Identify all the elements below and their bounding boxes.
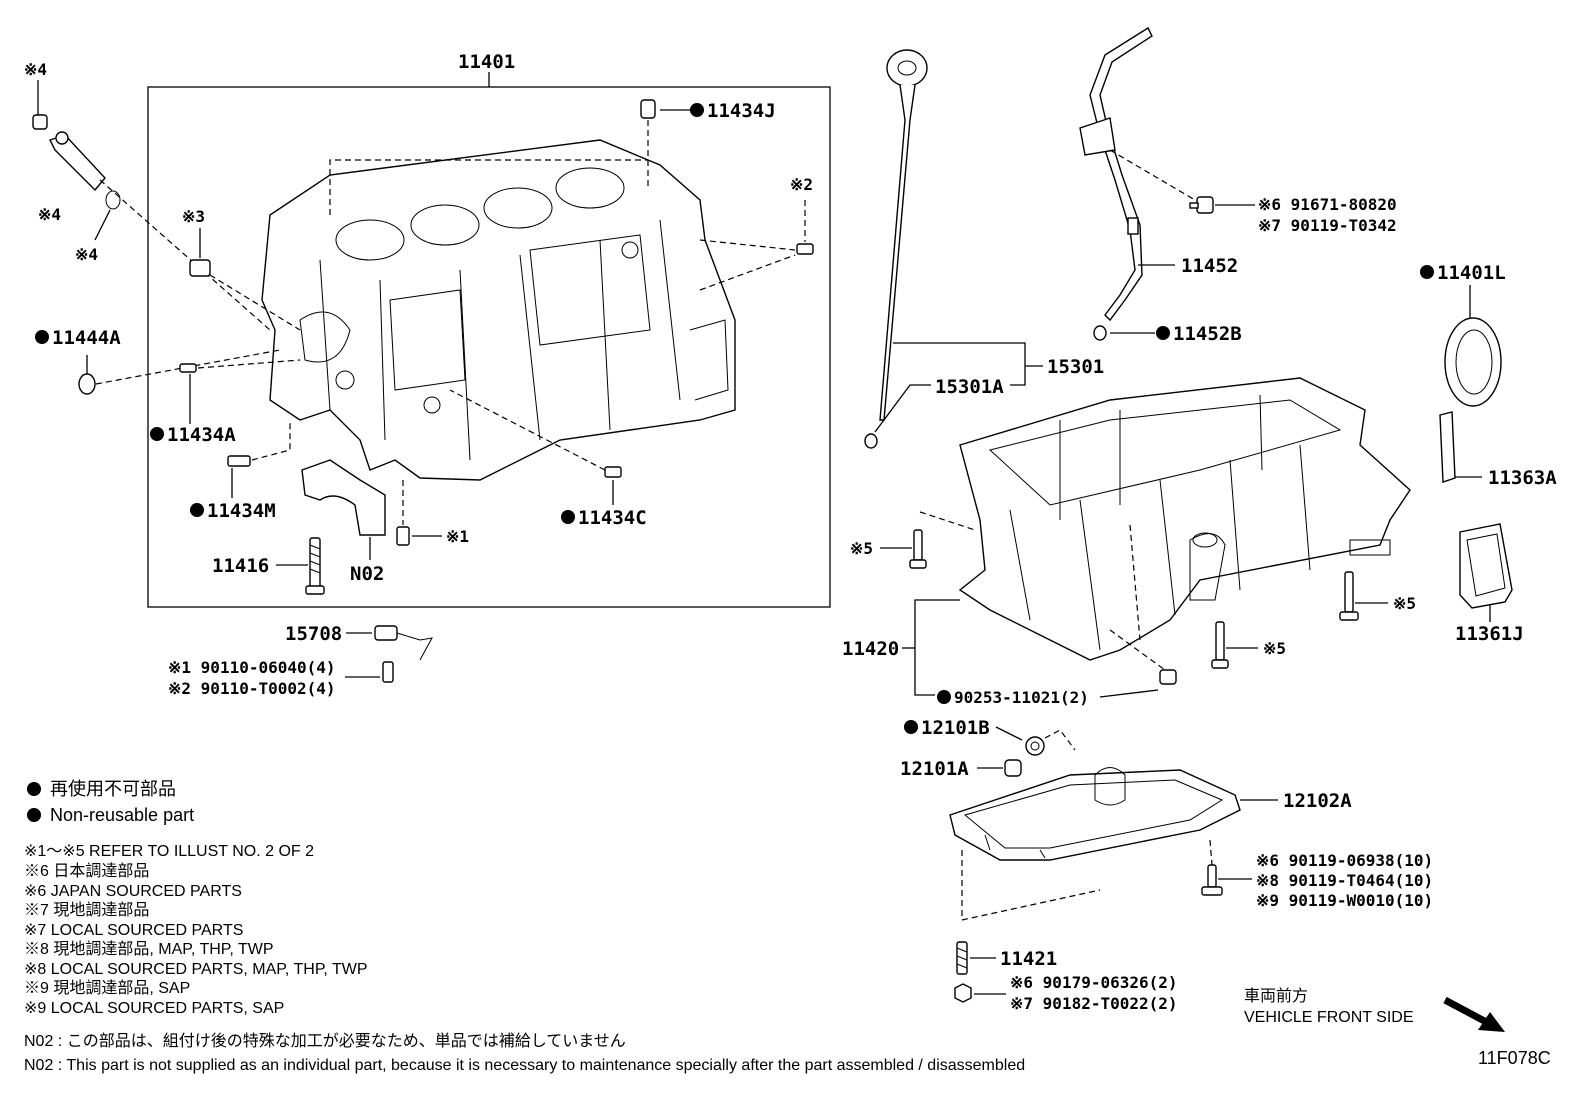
bearing-cap-drawing [301, 459, 386, 536]
label-11444A[interactable]: 11444A [52, 327, 121, 349]
label-15708[interactable]: 15708 [285, 623, 342, 645]
oil-seal-drawing [1444, 317, 1502, 407]
bolt-pan-drawing [1201, 864, 1223, 896]
label-11452B[interactable]: 11452B [1173, 323, 1242, 345]
n02-note-jp: N02 : この部品は、組付け後の特殊な加工が必要なため、単品では補給していませ… [24, 1032, 626, 1050]
label-sym2: ※2 [790, 175, 813, 194]
sensor-15708-drawing [374, 625, 433, 661]
label-sym3: ※3 [182, 207, 205, 226]
label-bolt1[interactable]: ※1 90110-06040(4) [168, 658, 336, 677]
stud-11421-drawing [956, 941, 968, 975]
label-sym4-bottom: ※4 [75, 245, 98, 264]
dipstick-drawing [864, 49, 928, 449]
label-bolt6a[interactable]: ※6 91671-80820 [1258, 195, 1397, 214]
note-line: ※7 現地調達部品 [24, 901, 149, 919]
oil-pan-lower-drawing [949, 767, 1241, 861]
note-line: ※8 現地調達部品, MAP, THP, TWP [24, 940, 274, 958]
note-line: ※9 現地調達部品, SAP [24, 979, 190, 997]
label-11452[interactable]: 11452 [1181, 255, 1238, 277]
n02-note-en: N02 : This part is not supplied as an in… [24, 1057, 1025, 1074]
label-sym5-center: ※5 [1263, 639, 1286, 658]
label-sym4-middle: ※4 [38, 205, 61, 224]
label-90253[interactable]: 90253-11021(2) [954, 688, 1089, 707]
label-11401L[interactable]: 11401L [1437, 262, 1506, 284]
vehicle-front-jp: 車両前方 [1244, 987, 1308, 1005]
guide-bolt-drawing [1189, 196, 1214, 214]
illustration-code: 11F078C [1478, 1048, 1551, 1068]
label-N02[interactable]: N02 [350, 563, 384, 585]
note-line: ※8 LOCAL SOURCED PARTS, MAP, THP, TWP [24, 961, 368, 978]
label-15301[interactable]: 15301 [1047, 356, 1104, 378]
label-sym1: ※1 [446, 527, 469, 546]
label-bolt6b[interactable]: ※6 90119-06938(10) [1256, 851, 1433, 870]
bolt-sym5-center-drawing [1211, 621, 1229, 669]
label-11434M[interactable]: 11434M [207, 500, 276, 522]
label-12101A[interactable]: 12101A [900, 758, 969, 780]
label-12102A[interactable]: 12102A [1283, 790, 1352, 812]
note-line: ※6 日本調達部品 [24, 862, 149, 880]
label-nut7[interactable]: ※7 90182-T0022(2) [1010, 994, 1178, 1013]
note-line: ※7 LOCAL SOURCED PARTS [24, 922, 243, 939]
label-nut6[interactable]: ※6 90179-06326(2) [1010, 973, 1178, 992]
label-11434C[interactable]: 11434C [578, 507, 647, 529]
label-sym4-top: ※4 [24, 60, 47, 79]
label-15301A[interactable]: 15301A [935, 376, 1004, 398]
label-11420[interactable]: 11420 [842, 638, 899, 660]
note-line: ※1～※5 REFER TO ILLUST NO. 2 OF 2 [24, 843, 314, 860]
label-bolt8b[interactable]: ※8 90119-T0464(10) [1256, 871, 1433, 890]
label-11416[interactable]: 11416 [212, 555, 269, 577]
label-sym5-left: ※5 [850, 539, 873, 558]
legend-nonreusable-jp: 再使用不可部品 [50, 779, 176, 799]
label-sym5-right: ※5 [1393, 594, 1416, 613]
gasket-11361J-drawing [1459, 523, 1513, 609]
bolt-sym5-left-drawing [909, 529, 927, 569]
oil-pan-upper-drawing [958, 377, 1411, 661]
note-line: ※6 JAPAN SOURCED PARTS [24, 883, 242, 900]
label-bolt2[interactable]: ※2 90110-T0002(4) [168, 679, 336, 698]
label-11434A[interactable]: 11434A [167, 424, 236, 446]
label-12101B[interactable]: 12101B [921, 717, 990, 739]
label-11401[interactable]: 11401 [458, 51, 515, 73]
bolt-sym5-right-drawing [1339, 571, 1359, 621]
oil-jet-drawing [32, 114, 121, 210]
legend-nonreusable-en: Non-reusable part [50, 805, 194, 825]
vehicle-front-arrow-icon [1443, 996, 1505, 1032]
label-bolt9b[interactable]: ※9 90119-W0010(10) [1256, 891, 1433, 910]
cylinder-block-drawing [261, 139, 736, 481]
vehicle-front-en: VEHICLE FRONT SIDE [1244, 1009, 1414, 1026]
bolt-11416-drawing [305, 537, 325, 595]
note-line: ※9 LOCAL SOURCED PARTS, SAP [24, 1000, 284, 1017]
oil-gauge-guide-drawing [1079, 26, 1153, 322]
notes-block: ※1～※5 REFER TO ILLUST NO. 2 OF 2 ※6 日本調達… [24, 843, 368, 1017]
label-11421[interactable]: 11421 [1000, 948, 1057, 970]
label-11361J[interactable]: 11361J [1455, 623, 1524, 645]
label-bolt7a[interactable]: ※7 90119-T0342 [1258, 216, 1397, 235]
label-11434J[interactable]: 11434J [707, 100, 776, 122]
label-11363A[interactable]: 11363A [1488, 467, 1557, 489]
